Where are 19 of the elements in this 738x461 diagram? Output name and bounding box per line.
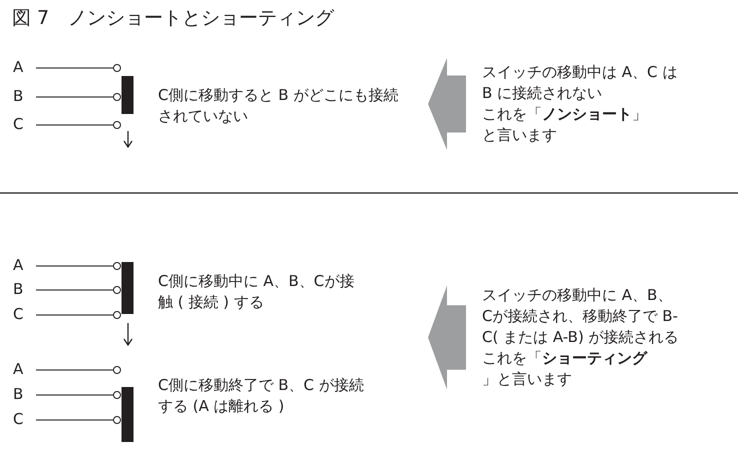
block-arrow	[428, 286, 466, 390]
explanation-text: これを「ノンショート」と言います	[482, 104, 648, 146]
description-text: C側に移動中に A、B、Cが接触 ( 接続 ) する	[158, 271, 356, 313]
figure-title: 図 7 ノンショートとショーティング	[12, 6, 334, 30]
explanation-text: これを「ショーティング」と言います	[482, 348, 648, 390]
block-arrow	[428, 58, 466, 150]
terminal-label: B	[13, 385, 24, 403]
terminal-label: C	[13, 115, 24, 133]
terminal-label: B	[13, 87, 24, 105]
terminal-label: A	[13, 256, 24, 274]
terminal-label: B	[13, 280, 24, 298]
explanation-text: スイッチの移動中に A、B、Cが接続され、移動終了で B-C( または A-B) が接続される	[482, 285, 680, 348]
description-text: C側に移動終了で B、C が接続する (A は離れる )	[158, 375, 365, 417]
terminal-label: C	[13, 305, 24, 323]
terminal-label: A	[13, 58, 24, 76]
explanation-text: スイッチの移動中は A、C はB に接続されない	[482, 62, 678, 104]
description-text: C側に移動すると B がどこにも接続されていない	[158, 85, 400, 127]
terminal-label: A	[13, 360, 24, 378]
terminal-label: C	[13, 410, 24, 428]
